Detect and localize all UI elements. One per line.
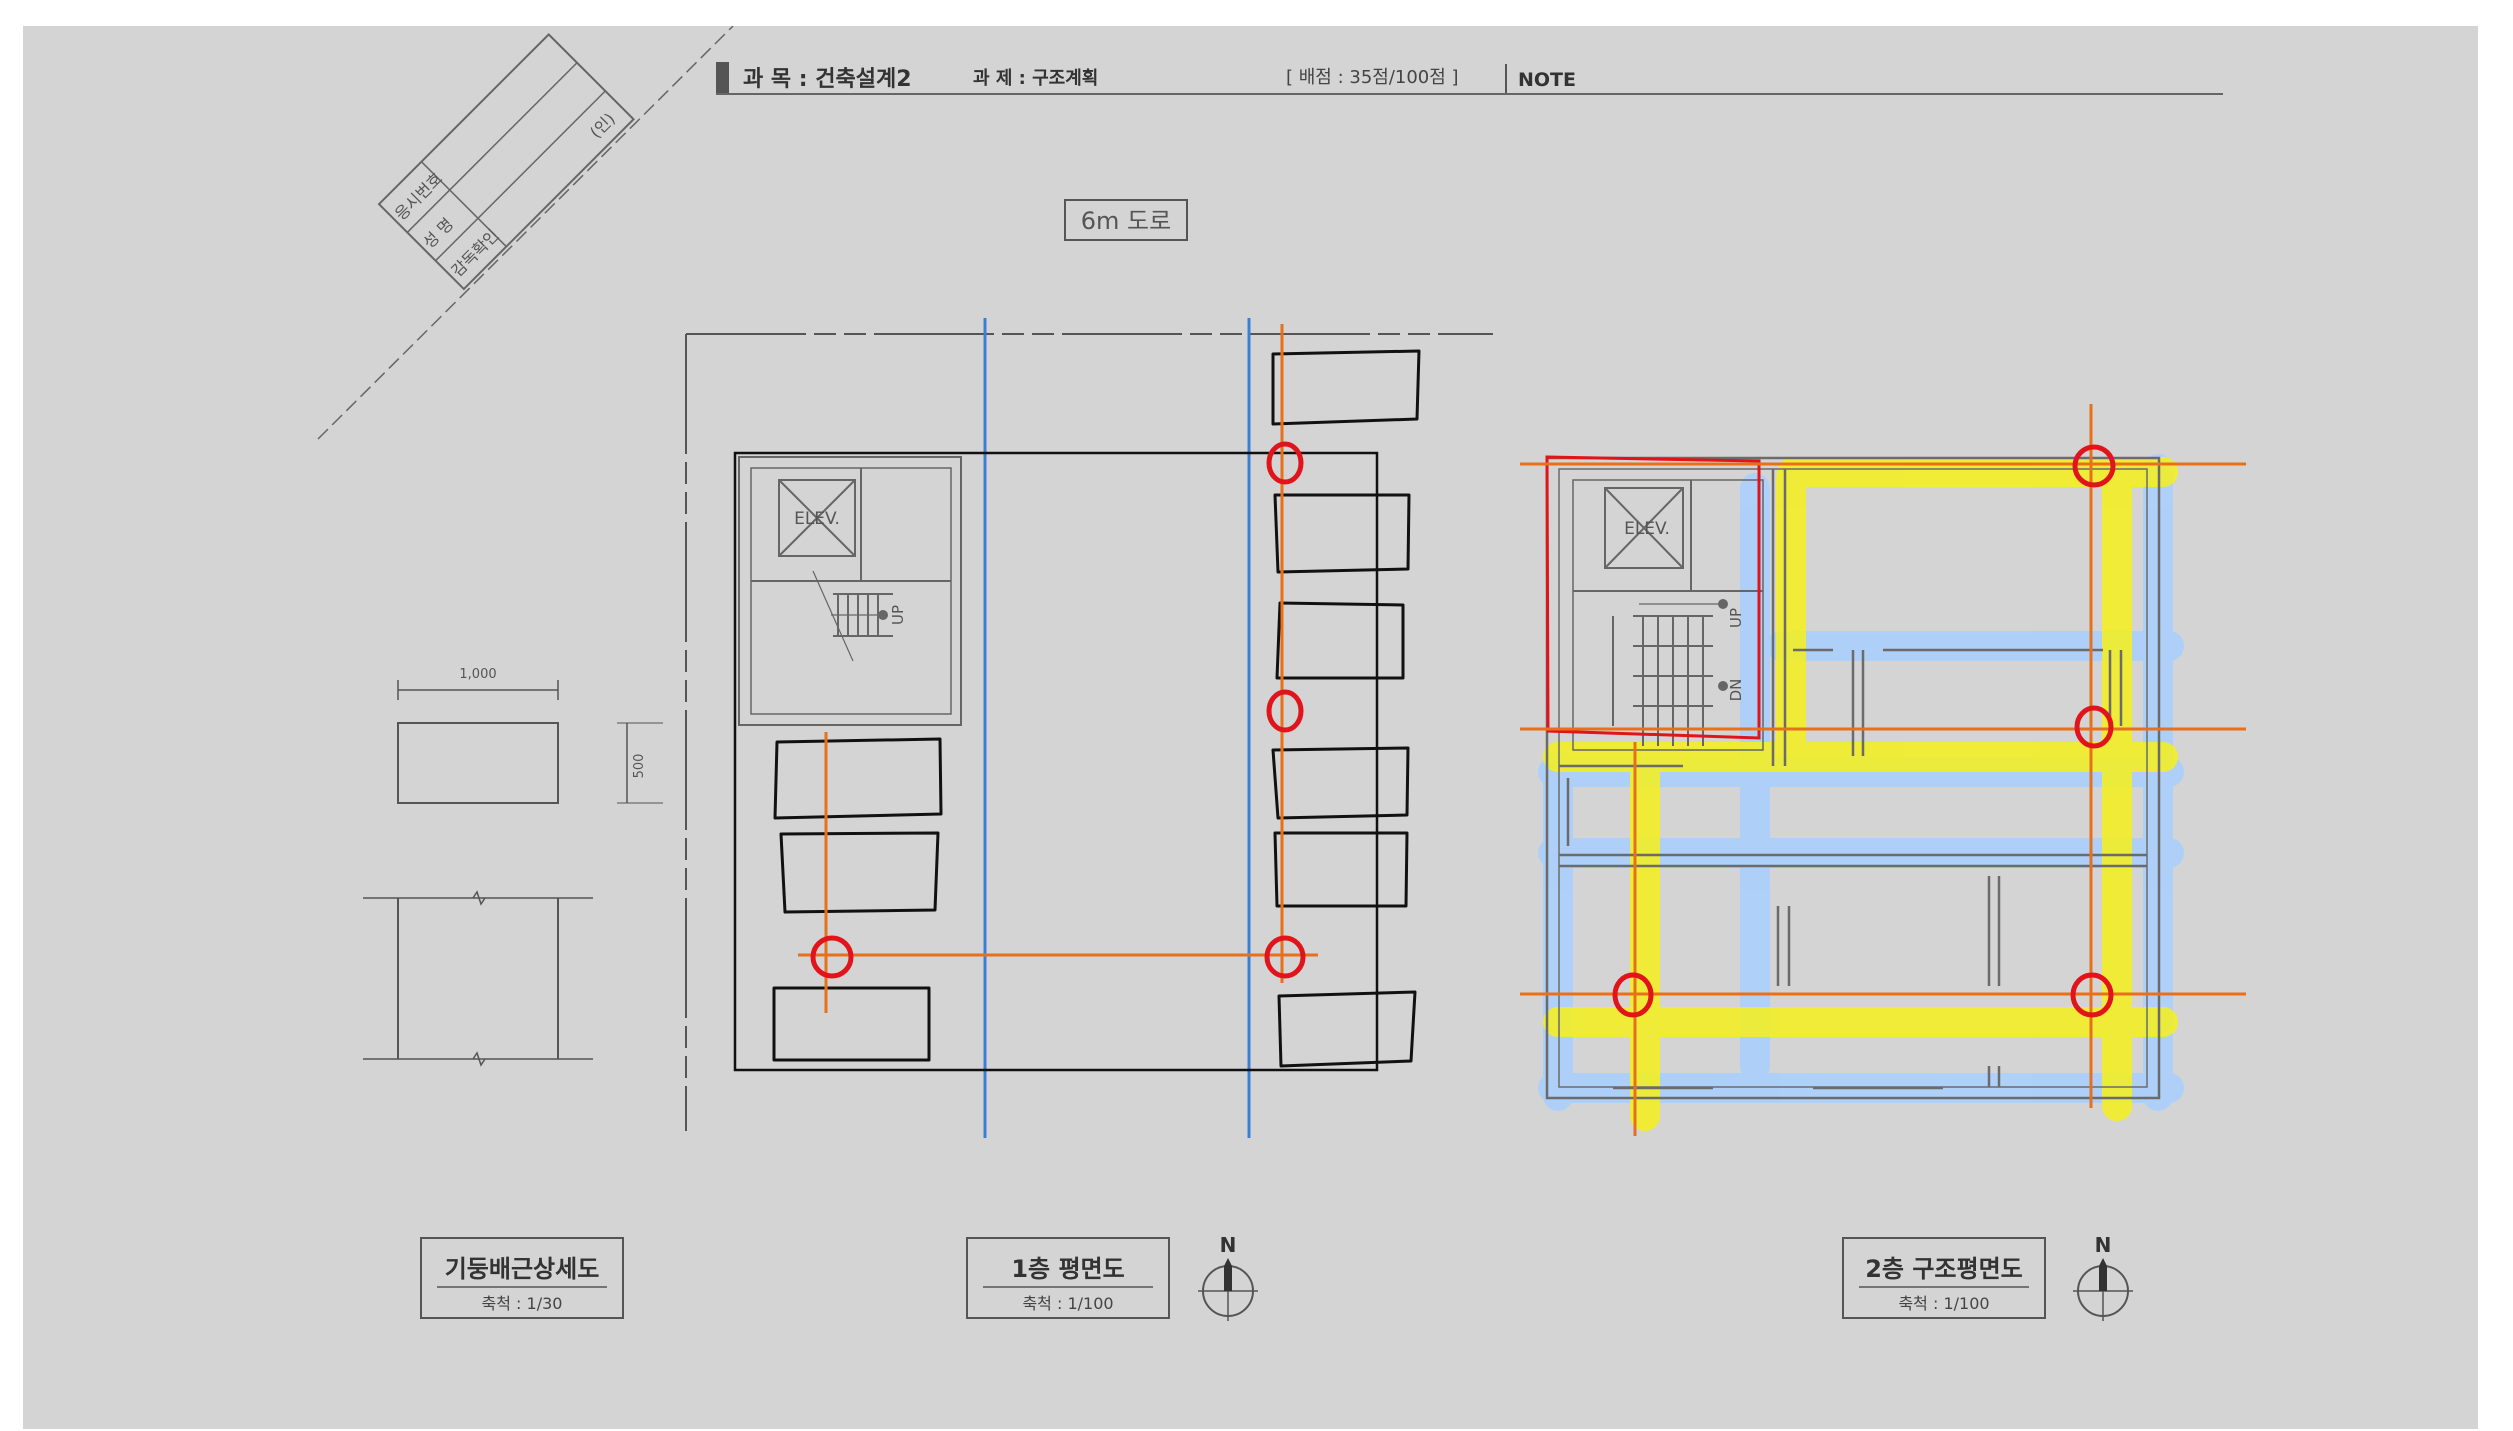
- parking-stalls: [772, 349, 1421, 1068]
- f1-column-mark: [1264, 935, 1306, 979]
- title-column-detail: 기둥배근상세도 축척 : 1/30: [420, 1237, 624, 1319]
- core-highlight: [1545, 455, 1761, 740]
- note-text: NOTE: [1518, 69, 1576, 91]
- f2-column-mark: [2074, 705, 2114, 749]
- f1-column-mark: [810, 935, 854, 979]
- north-arrow-2: N: [2073, 1233, 2133, 1321]
- f1-column-marks: [810, 441, 1306, 979]
- floor2-plan: ELEV. UP DN: [1520, 404, 2246, 1136]
- score-text: [ 배점 : 35점/100점 ]: [1286, 67, 1459, 88]
- width-dim-text: 1,000: [459, 667, 496, 682]
- stamp-box: 응시번호 성 명 감독확인 (인): [317, 26, 734, 440]
- floor1-core: [738, 456, 962, 726]
- floor2-elevator: [1604, 487, 1684, 569]
- site-boundary: [685, 333, 1493, 1131]
- stamp-exam-number: 응시번호: [391, 169, 446, 224]
- floor2-elev-label: ELEV.: [1624, 519, 1670, 539]
- f2-column-mark: [2072, 444, 2116, 488]
- f2-grid: [1520, 404, 2246, 1136]
- main-beams: [1543, 457, 2178, 1131]
- f2-column-mark: [1612, 972, 1654, 1018]
- north-label-1: N: [1220, 1233, 1237, 1257]
- floor1-outline: [733, 451, 1379, 1072]
- road-label-box: [1064, 199, 1188, 241]
- assignment-text: 과 제 : 구조계획: [973, 68, 1098, 89]
- f2-column-mark: [2070, 972, 2114, 1018]
- header: 과 목 : 건축설계2 과 제 : 구조계획 [ 배점 : 35점/100점 ]…: [716, 62, 2223, 95]
- floor1-scale: 축척 : 1/100: [1022, 1294, 1113, 1313]
- floor2-scale: 축척 : 1/100: [1898, 1294, 1989, 1313]
- stamp-diagonal-line: [317, 26, 734, 440]
- road-label: 6m 도로: [1081, 207, 1171, 235]
- floor2-dn-label: DN: [1727, 679, 1745, 702]
- column-detail: 1,000 500: [363, 667, 663, 1067]
- column-detail-scale: 축척 : 1/30: [482, 1294, 563, 1313]
- stamp-name: 성 명: [419, 214, 457, 252]
- f1-column-mark: [1266, 441, 1304, 485]
- floor1-elev-label: ELEV.: [794, 509, 840, 529]
- floor2-core: [1572, 479, 1764, 751]
- title-floor1: 1층 평면도 축척 : 1/100: [966, 1237, 1170, 1319]
- header-marker: [716, 62, 729, 93]
- f1-column-mark: [1266, 689, 1304, 733]
- height-dim-text: 500: [632, 754, 647, 779]
- floor1-up-label: UP: [889, 605, 907, 625]
- north-arrow-1: N: [1198, 1233, 1258, 1321]
- floor2-title: 2층 구조평면도: [1865, 1255, 2023, 1283]
- floor1-title: 1층 평면도: [1011, 1255, 1124, 1283]
- f2-column-marks: [1612, 444, 2116, 1018]
- column-section: [397, 722, 559, 804]
- floor2-walls: [1545, 456, 2161, 1100]
- drawing-sheet: 과 목 : 건축설계2 과 제 : 구조계획 [ 배점 : 35점/100점 ]…: [23, 26, 2478, 1429]
- floor1-plan: ELEV. UP: [733, 318, 1421, 1138]
- stamp-frame: [377, 33, 635, 291]
- stamp-supervisor: 감독확인: [448, 225, 503, 280]
- column-detail-title: 기둥배근상세도: [445, 1255, 600, 1283]
- stamp-seal: (인): [586, 109, 619, 142]
- floor2-up-label: UP: [1727, 608, 1745, 628]
- drawing-canvas: 과 목 : 건축설계2 과 제 : 구조계획 [ 배점 : 35점/100점 ]…: [317, 26, 2246, 1321]
- subject-text: 과 목 : 건축설계2: [743, 67, 912, 92]
- title-floor2: 2층 구조평면도 축척 : 1/100: [1842, 1237, 2046, 1319]
- north-label-2: N: [2095, 1233, 2112, 1257]
- floor1-elevator: [778, 479, 856, 557]
